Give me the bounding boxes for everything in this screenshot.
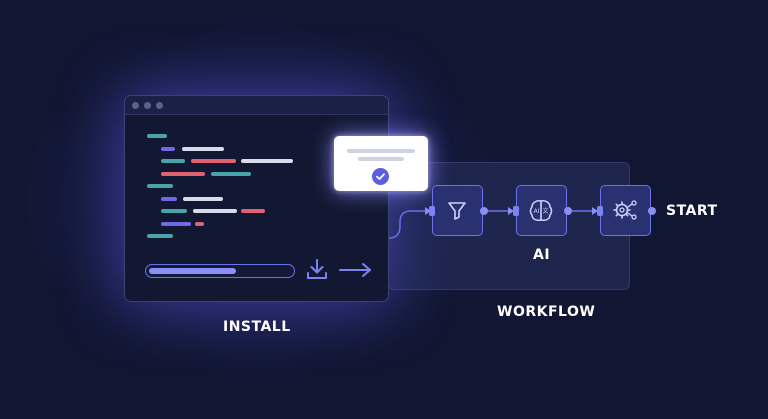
ai-brain-icon: AI 文 [529, 200, 553, 221]
ai-label: AI [533, 247, 551, 263]
workflow-label: WORKFLOW [497, 304, 596, 320]
window-titlebar [125, 96, 388, 115]
code-line [161, 172, 205, 176]
node-output-port [648, 207, 656, 215]
code-line [161, 222, 191, 226]
code-line [147, 134, 167, 138]
code-line [241, 159, 293, 163]
start-label: START [666, 203, 718, 219]
toast-line [358, 157, 404, 161]
node-input-port [513, 206, 519, 216]
node-input-port [429, 206, 435, 216]
code-line [195, 222, 204, 226]
install-progress-bar [145, 264, 295, 278]
code-line [161, 209, 187, 213]
svg-text:AI: AI [534, 208, 540, 215]
workflow-node-gear[interactable] [600, 185, 651, 236]
svg-text:文: 文 [542, 207, 548, 215]
install-label: INSTALL [223, 319, 291, 335]
workflow-node-ai[interactable]: AI 文 [516, 185, 567, 236]
window-dot [144, 102, 151, 109]
code-line [147, 184, 173, 188]
code-line [183, 197, 223, 201]
window-dot [156, 102, 163, 109]
code-line [191, 159, 236, 163]
window-dot [132, 102, 139, 109]
code-line [193, 209, 237, 213]
code-line [211, 172, 251, 176]
toast-line [347, 149, 415, 153]
workflow-panel [388, 162, 630, 290]
code-line [161, 147, 175, 151]
code-line [147, 234, 173, 238]
install-progress-fill [149, 267, 236, 274]
code-line [241, 209, 265, 213]
arrow-right-icon[interactable] [339, 262, 373, 278]
workflow-node-filter[interactable] [432, 185, 483, 236]
gear-share-icon [613, 200, 637, 220]
node-input-port [597, 206, 603, 216]
code-window [124, 95, 389, 302]
code-line [161, 197, 177, 201]
node-output-port [564, 207, 572, 215]
download-icon[interactable] [305, 257, 329, 281]
success-toast [334, 136, 428, 191]
check-circle-icon [372, 168, 389, 185]
code-line [182, 147, 224, 151]
code-line [161, 159, 185, 163]
filter-icon [448, 202, 466, 220]
node-output-port [480, 207, 488, 215]
